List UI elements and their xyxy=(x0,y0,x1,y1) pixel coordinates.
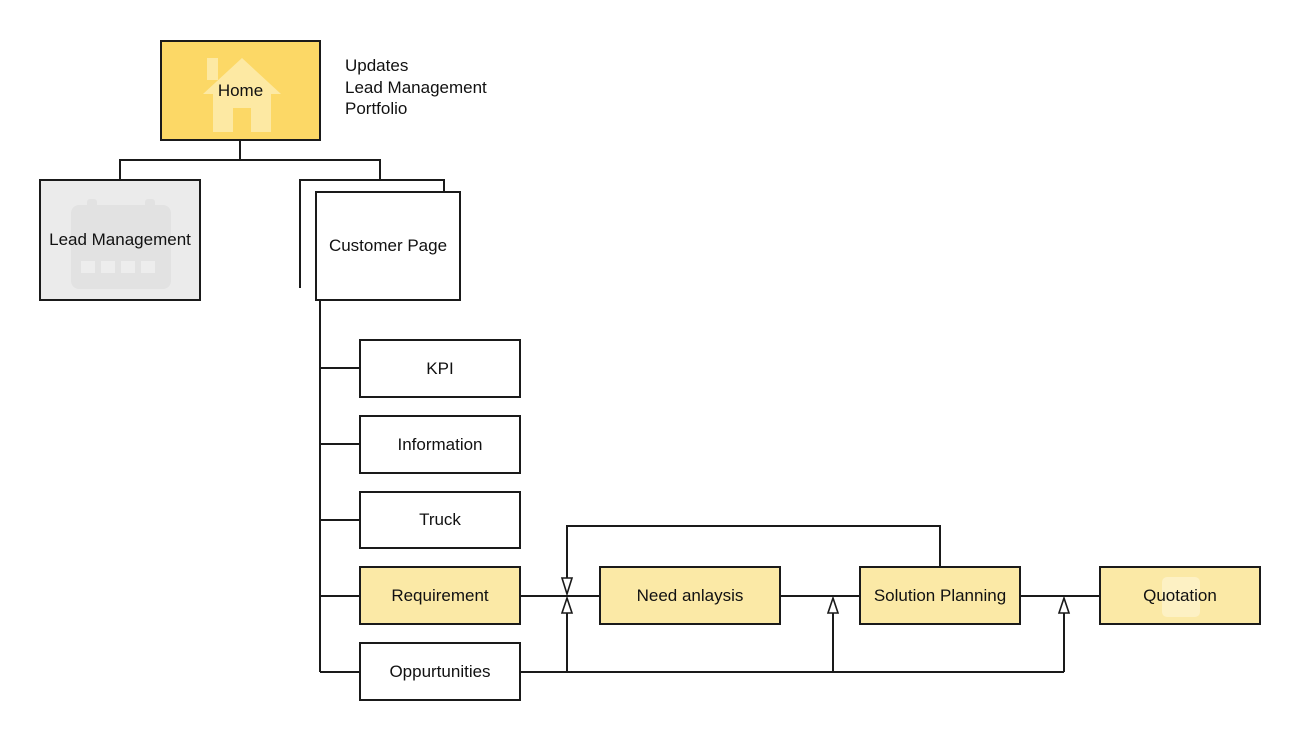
home-notes: Updates Lead Management Portfolio xyxy=(345,55,487,120)
arrowhead-up-1 xyxy=(560,595,574,614)
connector-home-branch xyxy=(119,159,381,180)
note-lead-management: Lead Management xyxy=(345,77,487,97)
customer-page-node[interactable]: Customer Page xyxy=(315,191,461,301)
kpi-node[interactable]: KPI xyxy=(359,339,521,398)
arrowhead-down xyxy=(560,577,574,597)
truck-label: Truck xyxy=(419,510,461,529)
quotation-label: Quotation xyxy=(1143,585,1217,605)
solution-planning-node[interactable]: Solution Planning xyxy=(859,566,1021,625)
requirement-label: Requirement xyxy=(391,585,489,605)
need-analysis-label: Need anlaysis xyxy=(636,585,744,605)
information-node[interactable]: Information xyxy=(359,415,521,474)
oppurtunities-label: Oppurtunities xyxy=(389,661,491,681)
need-analysis-node[interactable]: Need anlaysis xyxy=(599,566,781,625)
home-label: Home xyxy=(217,80,264,100)
kpi-label: KPI xyxy=(426,358,454,378)
solution-planning-label: Solution Planning xyxy=(873,585,1007,605)
oppurtunities-node[interactable]: Oppurtunities xyxy=(359,642,521,701)
calendar-icon xyxy=(71,199,171,289)
note-portfolio: Portfolio xyxy=(345,99,408,118)
home-node[interactable]: Home xyxy=(160,40,321,141)
customer-page-label: Customer Page xyxy=(328,236,448,255)
lead-management-node[interactable]: Lead Management xyxy=(39,179,201,301)
requirement-node[interactable]: Requirement xyxy=(359,566,521,625)
house-icon xyxy=(203,58,281,132)
information-label: Information xyxy=(397,434,483,454)
document-icon xyxy=(1162,577,1200,617)
quotation-node[interactable]: Quotation xyxy=(1099,566,1261,625)
note-updates: Updates xyxy=(345,56,409,75)
arrowhead-up-2 xyxy=(826,595,840,614)
lead-management-label: Lead Management xyxy=(49,230,191,249)
customer-page-stack-sheet xyxy=(299,179,445,288)
truck-node[interactable]: Truck xyxy=(359,491,521,549)
flow-solution-loopback xyxy=(566,525,941,580)
arrowhead-up-3 xyxy=(1057,595,1071,614)
